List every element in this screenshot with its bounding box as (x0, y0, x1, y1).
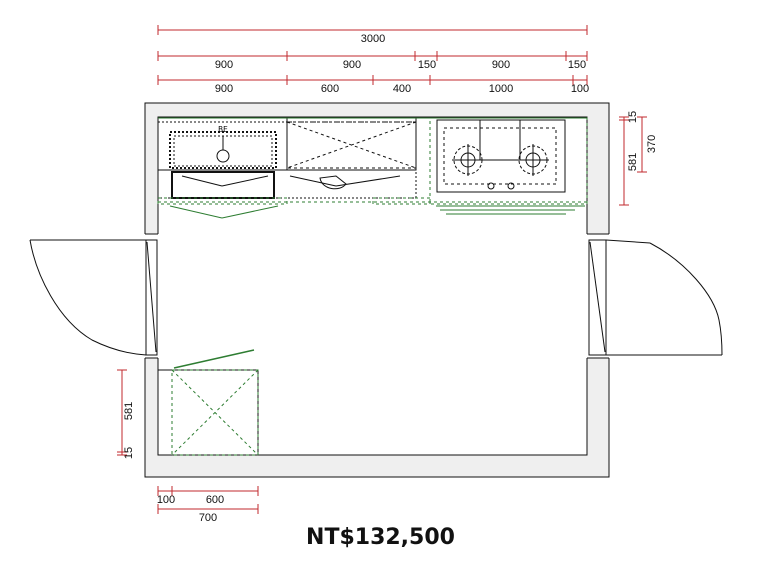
dim-bottom-700: 700 (199, 512, 217, 524)
top-dimensions (157, 25, 588, 85)
dim-top-r1-1: 900 (215, 59, 233, 71)
dim-left-15: 15 (123, 447, 135, 459)
dim-top-r2-3: 400 (393, 83, 411, 95)
left-dimensions (117, 369, 127, 456)
dim-left-581: 581 (123, 402, 135, 420)
dim-right-15: 15 (627, 111, 639, 123)
right-dimensions (619, 116, 647, 206)
dim-top-r2-5: 100 (571, 83, 589, 95)
dim-top-total: 3000 (361, 33, 385, 45)
tall-cabinet-lower-left (157, 349, 259, 456)
dim-bottom-100: 100 (157, 494, 175, 506)
dim-bottom-600: 600 (206, 494, 224, 506)
dim-top-r1-4: 900 (492, 59, 510, 71)
dim-top-r1-2: 900 (343, 59, 361, 71)
dim-top-r2-4: 1000 (489, 83, 513, 95)
sink-label: BE (218, 125, 228, 134)
dim-top-r1-5: 150 (568, 59, 586, 71)
dim-top-r2-2: 600 (321, 83, 339, 95)
left-door (29, 239, 158, 356)
dim-right-370: 370 (646, 135, 658, 153)
counter-sink-section (157, 117, 431, 219)
dim-top-r1-3: 150 (418, 59, 436, 71)
counter-stove-section (429, 117, 588, 215)
dim-top-r2-1: 900 (215, 83, 233, 95)
right-door (588, 239, 723, 356)
price-label: NT$132,500 (306, 525, 455, 550)
bottom-dimensions (157, 486, 259, 514)
dim-right-581: 581 (627, 153, 639, 171)
